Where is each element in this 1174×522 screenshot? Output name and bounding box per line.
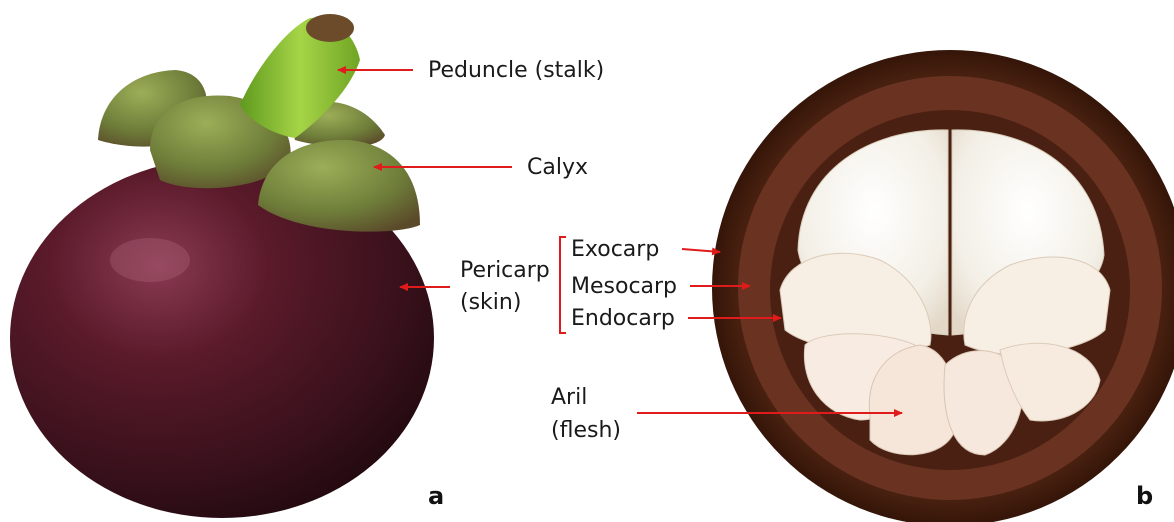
calyx-label: Calyx [527,153,588,183]
pericarp-bracket [560,237,566,333]
aril-label: Aril [551,383,587,413]
panel-label-b: b [1136,482,1153,510]
peduncle-label: Peduncle (stalk) [428,56,604,86]
pericarp-sublabel: (skin) [460,288,521,318]
exocarp-arrow [682,249,720,252]
aril-sublabel: (flesh) [551,416,621,446]
panel-label-a: a [428,482,444,510]
exocarp-label: Exocarp [571,235,659,265]
pericarp-label: Pericarp [460,256,550,286]
mesocarp-label: Mesocarp [571,272,677,302]
endocarp-label: Endocarp [571,304,675,334]
whole-fruit [10,14,434,518]
cross-section [712,50,1174,522]
aril-flesh [780,130,1110,455]
